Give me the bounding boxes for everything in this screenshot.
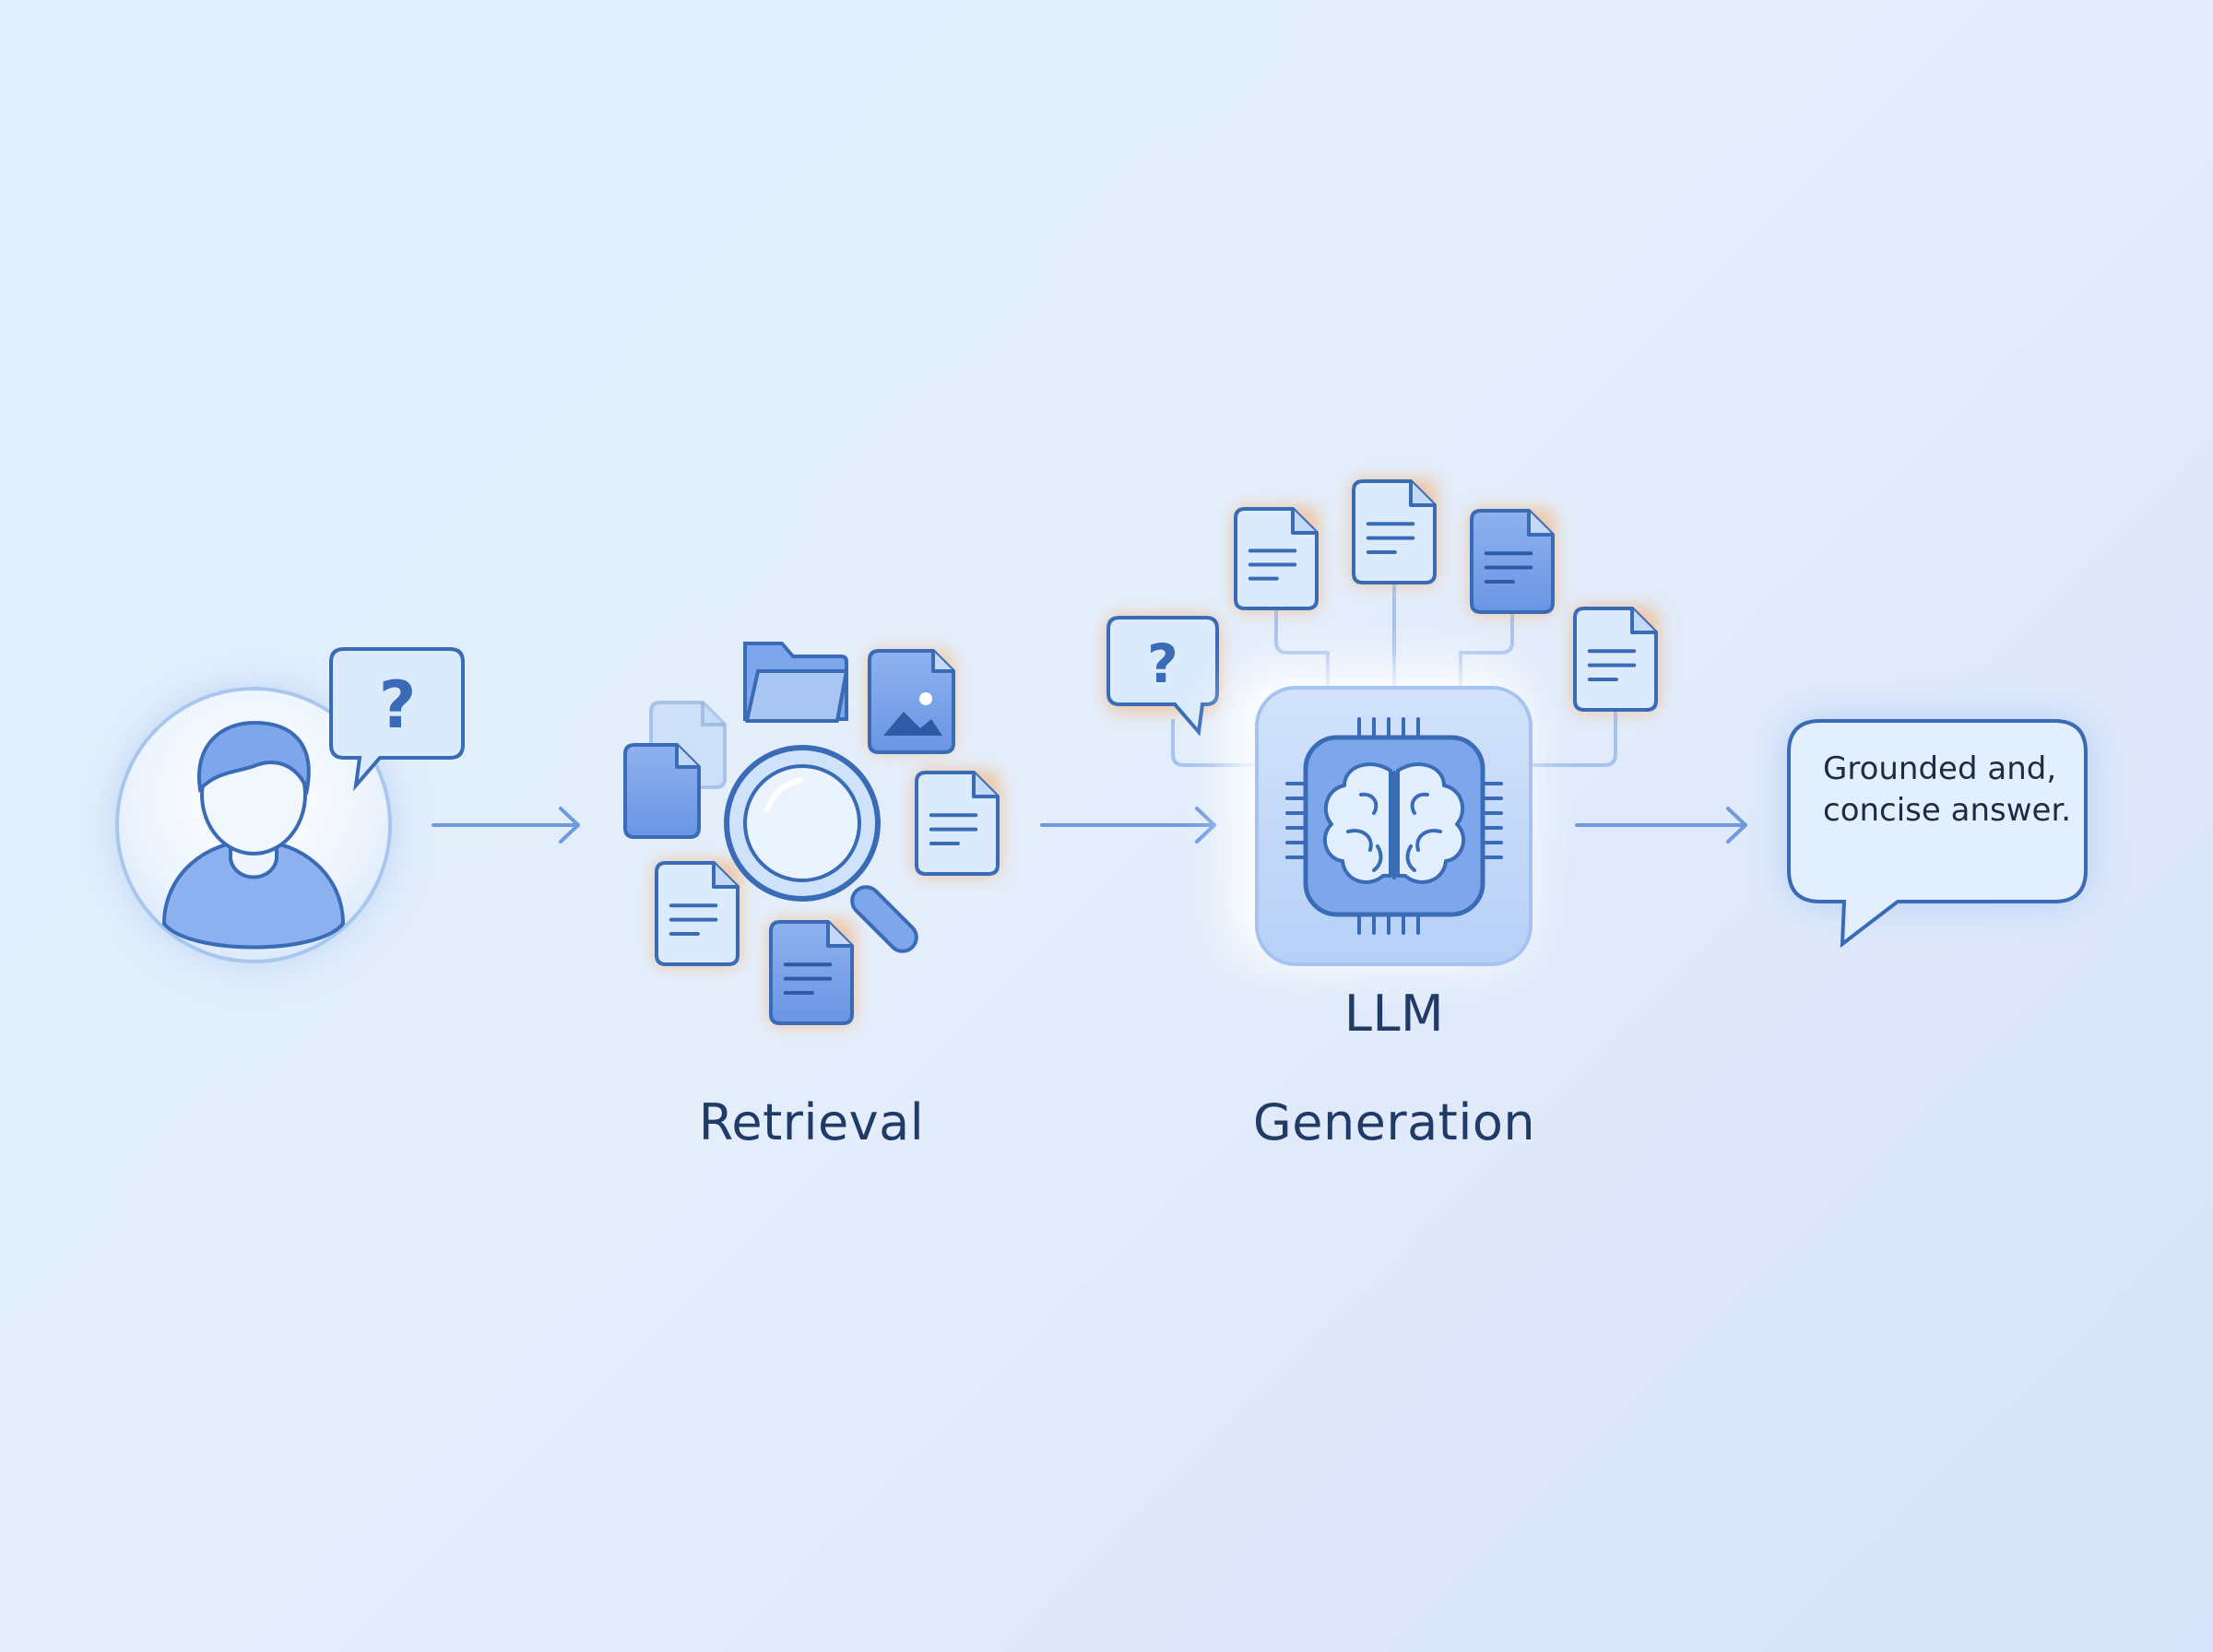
- generation-node: ?: [1106, 479, 1658, 968]
- question-bubble: ?: [329, 647, 465, 792]
- llm-label: LLM: [1343, 985, 1445, 1043]
- question-mark-icon: ?: [1147, 632, 1178, 695]
- context-document-icon: [1573, 607, 1658, 712]
- answer-bubble: [1787, 719, 2088, 949]
- user-avatar-icon: [161, 720, 346, 950]
- document-icon: [915, 771, 1000, 876]
- document-icon: [769, 920, 854, 1025]
- answer-text: Grounded and, concise answer.: [1823, 750, 2072, 829]
- context-document-icon: [1234, 507, 1319, 610]
- magnifying-glass-icon: [724, 745, 918, 953]
- flow-arrow-1: [432, 807, 580, 844]
- user-node: [115, 687, 392, 963]
- flow-arrow-3: [1575, 807, 1747, 844]
- brain-icon: [1322, 762, 1466, 884]
- generation-question-bubble: ?: [1106, 616, 1219, 737]
- document-icon: [623, 743, 701, 839]
- context-document-icon: [1352, 479, 1437, 584]
- flow-arrow-2: [1040, 807, 1216, 844]
- context-document-icon: [1470, 509, 1555, 614]
- document-icon: [655, 861, 740, 966]
- image-file-icon: [868, 649, 955, 754]
- folder-icon: [743, 642, 848, 723]
- retrieval-node: [623, 642, 1000, 1025]
- question-mark-icon: ?: [379, 667, 417, 743]
- retrieval-label: Retrieval: [698, 1093, 925, 1151]
- generation-label: Generation: [1252, 1093, 1536, 1151]
